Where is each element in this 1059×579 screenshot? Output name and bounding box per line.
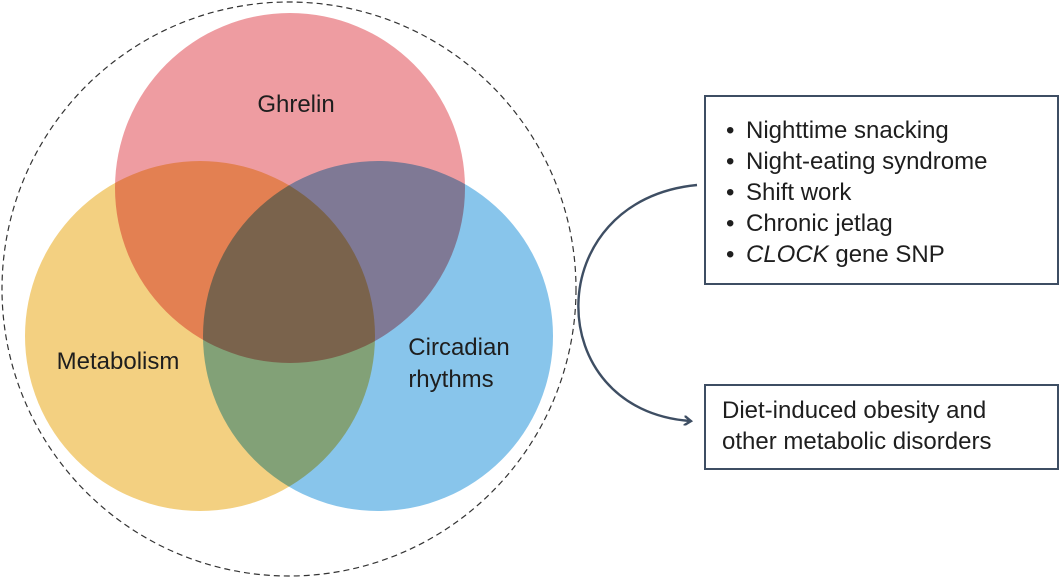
bullet-icon: • [726, 179, 735, 206]
circadian-label-line-1: Circadian [408, 334, 509, 361]
risk-factors-list: • Nighttime snacking • Night-eating syndro… [726, 115, 1057, 270]
list-item: • Night-eating syndrome [726, 146, 1057, 177]
factor-text: Nighttime snacking [746, 117, 949, 144]
circadian-label-line-2: rhythms [408, 366, 493, 393]
outcome-box: Diet-induced obesity and other metabolic… [704, 384, 1059, 470]
risk-factors-box: • Nighttime snacking • Night-eating syndro… [704, 95, 1059, 285]
bullet-icon: • [726, 148, 735, 175]
outer-dashed-boundary [1, 1, 577, 577]
metabolism-label: Metabolism [57, 348, 180, 375]
bullet-icon: • [726, 210, 735, 237]
clock-gene-name: CLOCK [746, 241, 829, 268]
ghrelin-label: Ghrelin [257, 91, 334, 118]
ghrelin-circle [115, 13, 465, 363]
factor-text: gene SNP [828, 241, 945, 268]
list-item: • CLOCK gene SNP [726, 239, 1057, 270]
bullet-icon: • [726, 117, 735, 144]
factor-text: Chronic jetlag [746, 210, 893, 237]
list-item: • Nighttime snacking [726, 115, 1057, 146]
list-item: • Shift work [726, 177, 1057, 208]
list-item: • Chronic jetlag [726, 208, 1057, 239]
outcome-line-2: other metabolic disorders [722, 428, 992, 455]
factor-text: Night-eating syndrome [746, 148, 988, 175]
bullet-icon: • [726, 241, 735, 268]
connector-arrow [577, 183, 698, 421]
outcome-line-1: Diet-induced obesity and [722, 397, 987, 424]
factor-text: Shift work [746, 179, 852, 206]
